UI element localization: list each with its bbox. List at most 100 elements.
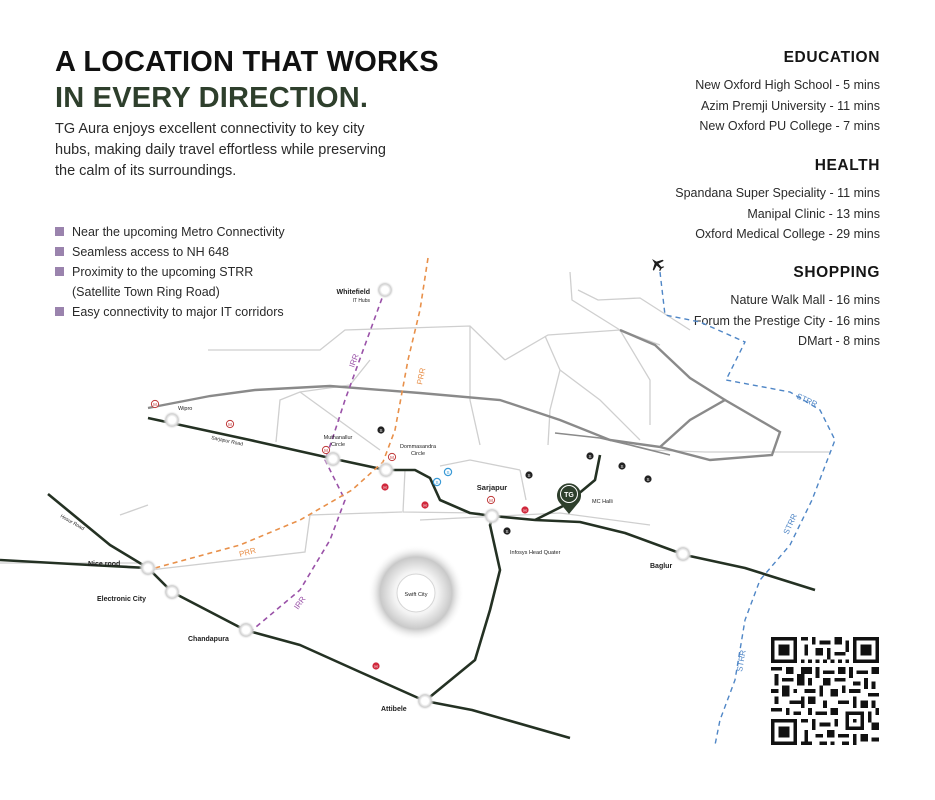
label-infosys: Infosys Head Quater bbox=[510, 550, 561, 556]
label-whitefield: Whitefield bbox=[337, 289, 370, 296]
school-icon: S bbox=[503, 527, 511, 535]
page-headline: A LOCATION THAT WORKS IN EVERY DIRECTION… bbox=[55, 44, 439, 116]
label-attibele: Attibele bbox=[381, 706, 407, 713]
label-dommasandra: Dommasandra bbox=[400, 444, 437, 450]
svg-text:S: S bbox=[505, 529, 508, 534]
east-connector bbox=[554, 432, 671, 456]
shopping-item: Forum the Prestige City - 16 mins bbox=[693, 313, 880, 328]
bullet-square-icon bbox=[55, 247, 64, 256]
svg-text:S: S bbox=[588, 454, 591, 459]
feature-item-continued: (Satellite Town Ring Road) bbox=[72, 285, 220, 299]
bullet-square-icon bbox=[55, 267, 64, 276]
bullet-square-icon bbox=[55, 227, 64, 236]
hospital-icon: H bbox=[521, 506, 529, 514]
mall-icon: S bbox=[443, 467, 453, 477]
svg-text:S: S bbox=[435, 480, 438, 485]
place-labels: Whitefield IT Hubs Wipro Sarjapur Road M… bbox=[59, 289, 672, 713]
health-item: Spandana Super Speciality - 11 mins bbox=[675, 186, 880, 200]
school-icon: S bbox=[586, 452, 594, 460]
education-item: Azim Premji University - 11 mins bbox=[701, 98, 880, 113]
svg-text:H: H bbox=[423, 503, 426, 508]
svg-text:M: M bbox=[390, 455, 394, 460]
label-it-hubs: IT Hubs bbox=[353, 298, 371, 304]
education-section: EDUCATION New Oxford High School - 5 min… bbox=[695, 49, 880, 137]
feature-item: Near the upcoming Metro Connectivity bbox=[55, 222, 285, 242]
svg-text:S: S bbox=[379, 428, 382, 433]
intro-text: TG Aura enjoys excellent connectivity to… bbox=[55, 121, 386, 179]
shopping-item: DMart - 8 mins bbox=[798, 334, 880, 348]
grey-highway bbox=[147, 384, 782, 462]
svg-text:H: H bbox=[523, 508, 526, 513]
education-item: New Oxford High School - 5 mins bbox=[695, 78, 880, 92]
svg-text:H: H bbox=[374, 664, 377, 669]
feature-item: Seamless access to NH 648 bbox=[55, 242, 285, 262]
prr-road bbox=[154, 257, 429, 569]
label-sarjapur: Sarjapur bbox=[477, 483, 508, 492]
grey-highway-north bbox=[619, 328, 726, 402]
label-chandapura: Chandapura bbox=[188, 636, 229, 643]
metro-icons: M M M M M bbox=[150, 399, 496, 505]
hospital-icons: H H H H bbox=[372, 483, 529, 670]
irr-label: IRR bbox=[292, 595, 307, 612]
school-icon: S bbox=[377, 426, 385, 434]
feature-list: Near the upcoming Metro Connectivity Sea… bbox=[55, 222, 285, 322]
prr-label: PRR bbox=[415, 367, 427, 386]
label-dommasandra-circle: Circle bbox=[411, 451, 425, 457]
mall-icons: S S bbox=[432, 467, 453, 487]
label-muthanallur: Muthanallur bbox=[324, 435, 353, 441]
svg-text:M: M bbox=[324, 448, 328, 453]
project-location-pin-icon[interactable]: TG bbox=[557, 483, 581, 514]
minor-roads bbox=[0, 271, 830, 571]
school-icons: S S S S S S bbox=[377, 426, 652, 535]
label-electronic-city: Electronic City bbox=[97, 596, 146, 603]
metro-icon: M bbox=[387, 452, 397, 462]
mall-icon: S bbox=[432, 477, 442, 487]
qr-code-icon[interactable] bbox=[771, 637, 879, 745]
school-icon: S bbox=[525, 471, 533, 479]
svg-text:H: H bbox=[383, 485, 386, 490]
prr-label: PRR bbox=[238, 546, 257, 559]
hospital-icon: H bbox=[421, 501, 429, 509]
feature-item: Easy connectivity to major IT corridors bbox=[55, 302, 285, 322]
svg-text:S: S bbox=[446, 470, 449, 475]
school-icon: S bbox=[618, 462, 626, 470]
svg-text:S: S bbox=[620, 464, 623, 469]
label-mc-halli: MC Halli bbox=[592, 499, 613, 505]
airplane-icon bbox=[652, 259, 665, 272]
svg-text:M: M bbox=[489, 498, 493, 503]
svg-text:S: S bbox=[527, 473, 530, 478]
health-item: Oxford Medical College - 29 mins bbox=[695, 227, 880, 241]
label-wipro: Wipro bbox=[178, 406, 192, 412]
shopping-item: Nature Walk Mall - 16 mins bbox=[730, 293, 880, 307]
svg-text:M: M bbox=[153, 402, 157, 407]
feature-item: Proximity to the upcoming STRR bbox=[55, 262, 285, 282]
health-section: HEALTH Spandana Super Speciality - 11 mi… bbox=[675, 157, 880, 245]
headline-line-2: IN EVERY DIRECTION. bbox=[55, 82, 369, 114]
project-logo-text: TG bbox=[564, 492, 574, 499]
education-title: EDUCATION bbox=[783, 49, 880, 66]
label-muthanallur-circle: Circle bbox=[331, 442, 345, 448]
bullet-square-icon bbox=[55, 307, 64, 316]
metro-icon: M bbox=[486, 495, 496, 505]
strr-label: STRR bbox=[795, 392, 819, 409]
label-baglur: Baglur bbox=[650, 563, 672, 570]
swift-city-label: Swift City bbox=[405, 592, 428, 598]
hospital-icon: H bbox=[372, 662, 380, 670]
junction-nodes bbox=[139, 281, 692, 710]
metro-icon: M bbox=[321, 445, 331, 455]
metro-icon: M bbox=[225, 419, 235, 429]
health-title: HEALTH bbox=[814, 157, 880, 174]
education-item: New Oxford PU College - 7 mins bbox=[699, 119, 880, 133]
school-icon: S bbox=[644, 475, 652, 483]
hospital-icon: H bbox=[381, 483, 389, 491]
irr-road bbox=[249, 289, 386, 633]
shopping-title: SHOPPING bbox=[793, 264, 880, 281]
strr-label: STRR bbox=[735, 649, 748, 672]
svg-text:S: S bbox=[646, 477, 649, 482]
metro-icon: M bbox=[150, 399, 160, 409]
label-nice-road: Nice rood bbox=[88, 561, 120, 568]
irr-label: IRR bbox=[347, 352, 360, 368]
headline-line-1: A LOCATION THAT WORKS bbox=[55, 46, 439, 78]
svg-text:M: M bbox=[228, 422, 232, 427]
